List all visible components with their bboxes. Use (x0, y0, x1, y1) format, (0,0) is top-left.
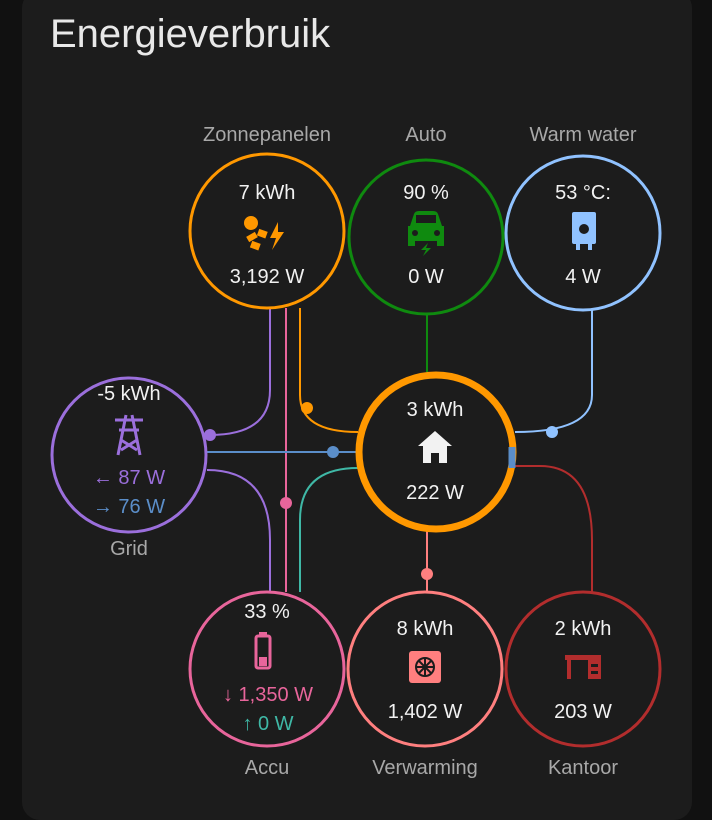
flow-water-home (514, 310, 593, 433)
battery-label: Accu (245, 757, 289, 779)
flow-home-office (515, 465, 593, 592)
water-label: Warm water (529, 124, 636, 146)
grid-power-in: ← 87 W (93, 467, 165, 489)
home-energy: 3 kWh (407, 399, 464, 421)
battery-node[interactable]: 33 % ↓ 1,350 W ↑ 0 W Accu (188, 590, 346, 779)
flow-dot (301, 402, 313, 414)
flow-solar-home (299, 308, 359, 433)
grid-label: Grid (110, 538, 148, 560)
heat-pump-icon (409, 651, 441, 683)
flow-solar-grid (209, 308, 271, 436)
car-electric-icon (408, 211, 444, 256)
solar-power: 3,192 W (230, 266, 305, 288)
home-icon (418, 431, 452, 463)
office-power: 203 W (554, 701, 612, 723)
car-power: 0 W (408, 266, 444, 288)
flow-dot (421, 568, 433, 580)
grid-power-out: → 76 W (93, 496, 165, 518)
flow-dot (546, 426, 558, 438)
card-title: Energieverbruik (50, 12, 331, 56)
battery-icon (254, 632, 272, 670)
solar-node[interactable]: Zonnepanelen 7 kWh 3,192 W (188, 124, 346, 310)
solar-energy: 7 kWh (239, 182, 296, 204)
car-label: Auto (405, 124, 446, 146)
grid-node[interactable]: -5 kWh ← 87 W → 76 W Grid (50, 376, 208, 560)
car-soc: 90 % (403, 182, 449, 204)
solar-label: Zonnepanelen (203, 124, 331, 146)
solar-circle (188, 152, 346, 310)
battery-charge-power: ↑ 0 W (242, 713, 293, 735)
water-power: 4 W (565, 266, 601, 288)
flow-dot (280, 497, 292, 509)
desk-icon (565, 655, 601, 679)
office-node[interactable]: 2 kWh 203 W Kantoor (504, 590, 662, 779)
battery-soc: 33 % (244, 601, 290, 623)
heating-label: Verwarming (372, 757, 478, 779)
heating-energy: 8 kWh (397, 618, 454, 640)
flow-dot (204, 429, 216, 441)
home-node[interactable]: 3 kWh 222 W (355, 371, 517, 533)
battery-discharge-power: ↓ 1,350 W (223, 684, 313, 706)
energy-flow-diagram: Zonnepanelen 7 kWh 3,192 W Auto 90 % 0 W… (50, 124, 662, 779)
grid-circle (50, 376, 208, 534)
solar-power-icon (244, 216, 284, 251)
water-node[interactable]: Warm water 53 °C: 4 W (504, 124, 662, 312)
water-temperature: 53 °C: (555, 182, 611, 204)
office-label: Kantoor (548, 757, 618, 779)
water-boiler-icon (572, 212, 596, 250)
grid-energy: -5 kWh (97, 383, 160, 405)
car-node[interactable]: Auto 90 % 0 W (347, 124, 505, 316)
heating-power: 1,402 W (388, 701, 463, 723)
transmission-tower-icon (115, 414, 143, 456)
flow-grid-battery (206, 469, 271, 592)
flow-dot (327, 446, 339, 458)
flow-battery-home (299, 467, 359, 592)
heating-node[interactable]: 8 kWh 1,402 W Verwarming (346, 590, 504, 779)
office-circle (504, 590, 662, 748)
office-energy: 2 kWh (555, 618, 612, 640)
home-power: 222 W (406, 482, 464, 504)
